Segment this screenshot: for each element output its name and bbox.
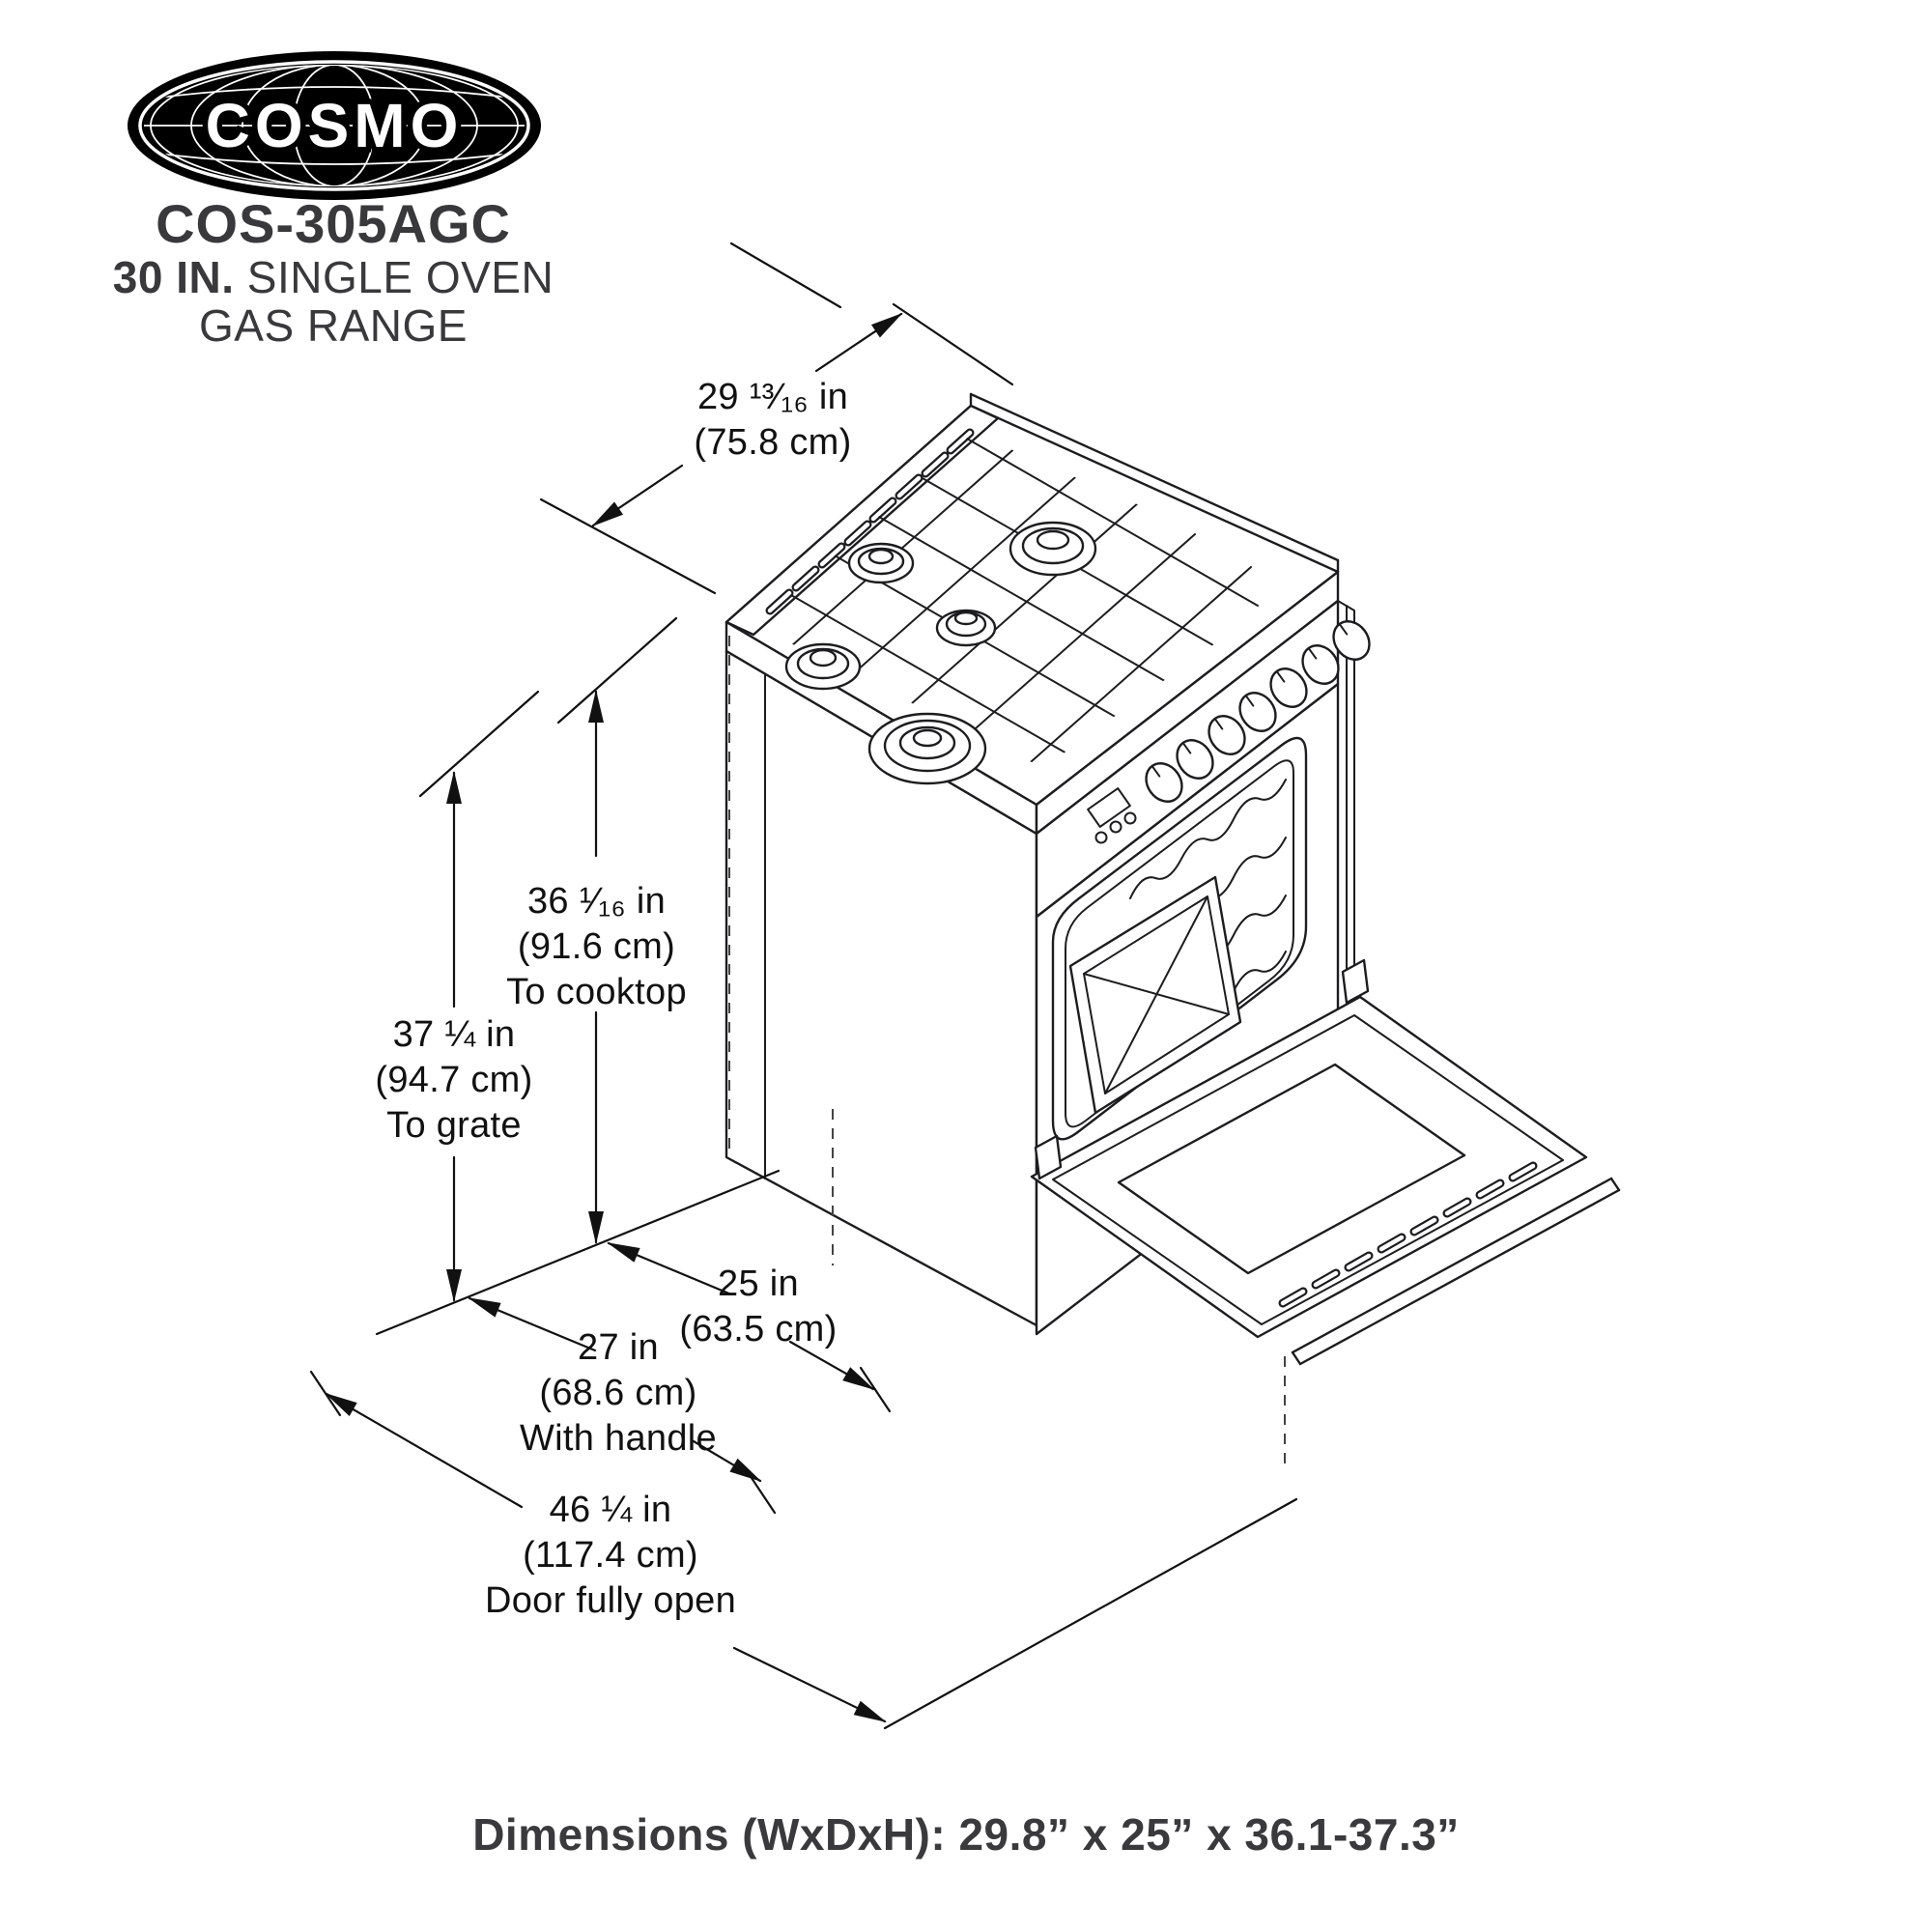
depth-handle-note: With handle <box>520 1418 717 1459</box>
height-cooktop-label: 36 ¹⁄₁₆ in (91.6 cm) To cooktop <box>425 879 768 1015</box>
depth-body-metric: (63.5 cm) <box>679 1309 838 1350</box>
depth-door-open-note: Door fully open <box>484 1580 737 1621</box>
depth-body-label: 25 in (63.5 cm) <box>589 1262 927 1352</box>
depth-door-open-inches: 46 ¼ in <box>549 1490 672 1530</box>
product-size: 30 IN. <box>112 252 235 302</box>
door-open-baseline <box>883 1497 1298 1730</box>
backguard-vent-slots <box>765 428 975 615</box>
height-grate-metric: (94.7 cm) <box>375 1060 533 1100</box>
depth-door-open-metric: (117.4 cm) <box>523 1535 698 1576</box>
depth27-arrow-left <box>468 1296 597 1352</box>
door-hinge-left <box>1034 1134 1063 1180</box>
floor-baseline <box>375 1169 781 1336</box>
display-dot <box>1094 831 1108 844</box>
depth25-arrow-left <box>607 1241 733 1296</box>
display-dot <box>1109 820 1122 834</box>
depth-handle-inches: 27 in <box>578 1327 659 1368</box>
height-grate-inches: 37 ¼ in <box>392 1014 516 1055</box>
door-vent-slots <box>1278 1161 1538 1308</box>
burner-left <box>784 642 862 691</box>
display-dot <box>1123 811 1137 825</box>
height-grate-label: 37 ¼ in (94.7 cm) To grate <box>280 1012 628 1149</box>
projection-lines <box>728 636 1286 1464</box>
cooktop-height-extension <box>556 616 678 724</box>
oven-door-open <box>1030 958 1621 1366</box>
model-number: COS-305AGC <box>156 193 511 254</box>
burner-center <box>935 609 997 647</box>
height-cooktop-metric: (91.6 cm) <box>517 926 676 967</box>
depth46-tick <box>309 1370 342 1417</box>
backguard-vent-band <box>724 404 1000 637</box>
oven-opening-outer <box>1051 736 1308 1141</box>
width-arrow-lower <box>591 464 684 527</box>
depth25-tick <box>859 1366 892 1413</box>
door-handle <box>1291 1177 1621 1366</box>
dimensions-summary: Dimensions (WxDxH): 29.8” x 25” x 36.1-3… <box>472 1809 1460 1860</box>
depth-body-inches: 25 in <box>718 1264 799 1304</box>
oven-opening-inner <box>1065 759 1294 1128</box>
door-hinge-right <box>1341 958 1370 1005</box>
product-type-line2: GAS RANGE <box>198 300 468 351</box>
logo-inner-ring <box>138 60 530 191</box>
oven-cavity <box>1051 736 1308 1141</box>
burner-front-wok <box>867 712 987 785</box>
product-type-line1: 30 IN. SINGLE OVEN <box>53 253 613 301</box>
control-knobs <box>1145 620 1371 803</box>
rear-lip <box>969 392 1340 562</box>
door-glass <box>1117 1063 1466 1275</box>
depth46-arrow-left <box>325 1392 524 1509</box>
width-extension-upper <box>892 302 1014 386</box>
width-extension-lower <box>539 497 717 595</box>
cosmo-logo-graphic: COSMO <box>128 51 541 200</box>
logo-wordmark: COSMO <box>206 91 464 160</box>
product-title-block: COS-305AGC 30 IN. SINGLE OVEN GAS RANGE <box>53 193 613 351</box>
range-body <box>724 392 1621 1366</box>
cosmo-logo: COSMO <box>124 48 545 205</box>
burner-rear-right <box>1009 521 1097 577</box>
depth-door-open-label: 46 ¼ in (117.4 cm) Door fully open <box>441 1488 780 1624</box>
grate-height-extension <box>418 690 540 798</box>
burners <box>784 521 1097 785</box>
oven-display <box>1087 787 1131 828</box>
width-arrow-upper <box>814 312 903 373</box>
depth27-tick <box>744 1467 777 1515</box>
height-grate-note: To grate <box>386 1105 522 1146</box>
globe-grid-icon <box>144 65 525 186</box>
width-label: 29 ¹³⁄₁₆ in (75.8 cm) <box>589 375 956 466</box>
width-inches: 29 ¹³⁄₁₆ in <box>696 377 849 417</box>
width-metric: (75.8 cm) <box>694 422 852 463</box>
burner-rear-left <box>847 542 915 584</box>
control-panel <box>1035 599 1371 919</box>
dimension-lines <box>309 242 1298 1730</box>
door-outer <box>1030 995 1588 1339</box>
broiler-pan <box>1068 875 1242 1115</box>
height-cooktop-note: To cooktop <box>506 972 687 1012</box>
height-cooktop-inches: 36 ¹⁄₁₆ in <box>526 881 667 922</box>
depth46-arrow-right <box>732 1646 887 1723</box>
door-frame <box>1052 1014 1564 1325</box>
depth-handle-metric: (68.6 cm) <box>539 1373 697 1413</box>
product-type-rest: SINGLE OVEN <box>234 252 554 302</box>
width-extension-mid <box>729 242 842 309</box>
depth25-arrow-right <box>788 1340 875 1391</box>
depth-handle-label: 27 in (68.6 cm) With handle <box>449 1325 787 1462</box>
